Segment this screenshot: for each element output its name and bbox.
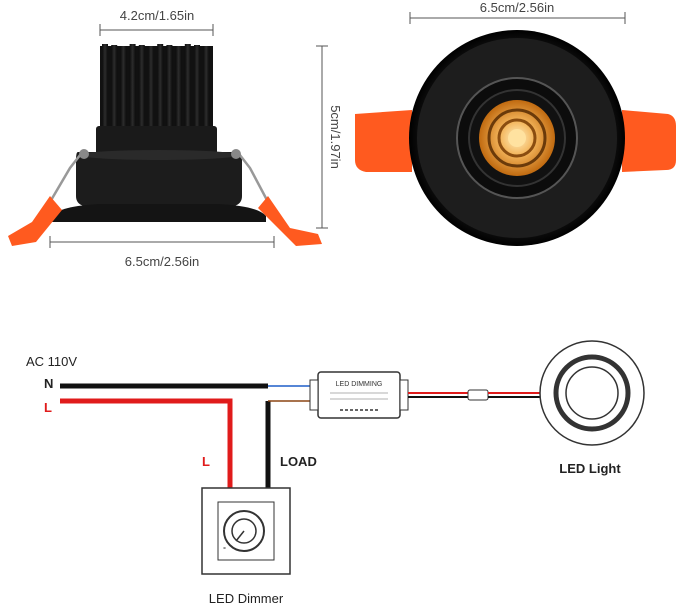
heatsink-fin (184, 44, 191, 128)
led-driver: LED DIMMING (309, 371, 409, 419)
heatsink-fin (138, 45, 145, 129)
heatsink-fin (148, 46, 154, 130)
top-width-dimension: 4.2cm/1.65in (99, 8, 214, 36)
front-view: 6.5cm/2.56in (355, 0, 676, 246)
line-wire (60, 398, 233, 488)
heatsink-fin (194, 45, 200, 129)
front-width-label: 6.5cm/2.56in (480, 0, 554, 15)
heatsink-fin (203, 46, 210, 130)
heatsink-fin (129, 44, 136, 128)
heatsink (96, 44, 217, 156)
right-orange-clip (622, 110, 676, 172)
load-label: LOAD (280, 454, 317, 469)
connector (467, 389, 489, 401)
neutral-label: N (44, 376, 53, 391)
heatsink-fin (120, 46, 127, 130)
led-light-icon (539, 340, 645, 446)
power-label: AC 110V (26, 354, 77, 369)
wiring-diagram: AC 110V N L L LOAD LED DIMMING (26, 340, 645, 606)
heatsink-fin (166, 45, 173, 129)
top-width-label: 4.2cm/1.65in (120, 8, 194, 23)
heatsink-fin (111, 45, 118, 129)
bottom-width-dimension: 6.5cm/2.56in (49, 236, 275, 269)
housing-body (76, 152, 242, 206)
heatsink-fin (175, 46, 182, 130)
driver-label: LED DIMMING (336, 381, 383, 388)
bottom-width-label: 6.5cm/2.56in (125, 254, 199, 269)
svg-text:⚬: ⚬ (222, 546, 227, 552)
heatsink-fin (102, 44, 108, 128)
height-label: 5cm/1.97in (328, 105, 343, 169)
led-dimmer-icon: ⚬ (201, 487, 291, 575)
spring-clips (8, 149, 322, 246)
line-label: L (44, 400, 52, 415)
left-orange-clip (355, 110, 412, 172)
front-width-dimension: 6.5cm/2.56in (409, 0, 626, 24)
height-dimension: 5cm/1.97in (316, 45, 343, 229)
side-view: 4.2cm/1.65in 6.5cm/2.56in (8, 8, 343, 269)
light-label: LED Light (559, 461, 621, 476)
dimmer-label: LED Dimmer (209, 591, 284, 606)
heatsink-fin (157, 44, 164, 128)
dimmer-line-label: L (202, 454, 210, 469)
flange (52, 204, 266, 222)
